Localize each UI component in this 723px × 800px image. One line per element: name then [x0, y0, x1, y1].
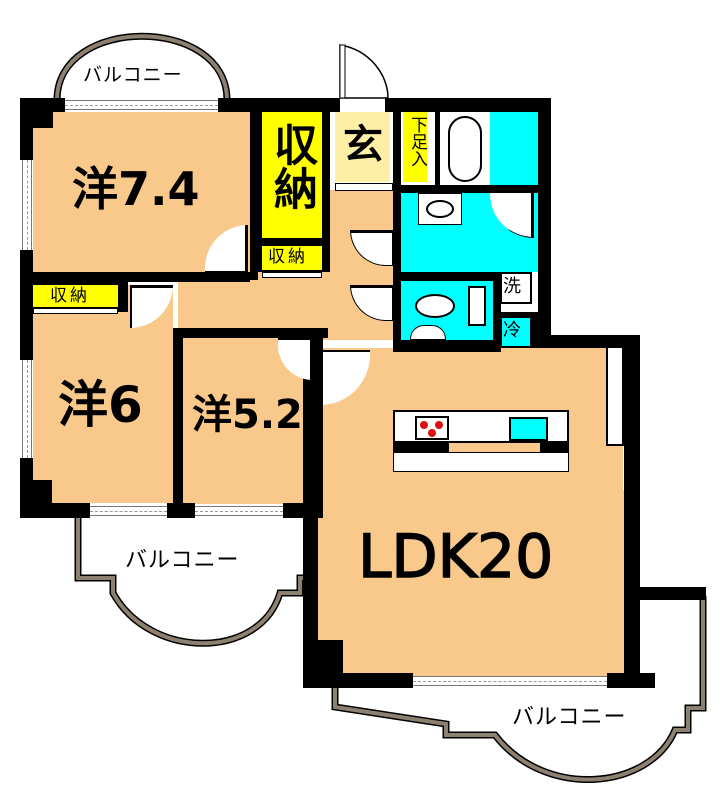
storage-large-label: 収納 — [266, 122, 317, 210]
storage-small — [262, 246, 322, 270]
window-left-7-4[interactable] — [22, 160, 32, 250]
wall-7-4-right — [250, 112, 258, 280]
ldk-side-cabinet — [606, 348, 624, 446]
fridge-space — [500, 316, 532, 348]
window-left-6[interactable] — [22, 360, 32, 458]
room-western-7-4-label: 洋7.4 — [72, 162, 200, 216]
room-western-6-label: 洋6 — [58, 376, 143, 434]
balcony-middle-label: バルコニー — [125, 548, 240, 573]
wall-ldk-left — [303, 348, 318, 688]
ldk-floor-right-ext — [610, 490, 624, 680]
entrance-step — [335, 183, 393, 191]
storage-large — [262, 112, 322, 238]
wall-top-mid — [218, 98, 340, 112]
wall-bottom-balcony-top — [640, 587, 706, 600]
washer-space — [500, 272, 532, 304]
toilet-icon — [415, 294, 455, 318]
fridge-label: 冷 — [503, 320, 521, 341]
wall-toilet-top — [393, 272, 498, 281]
wall-ldk-top — [525, 335, 640, 348]
wall-wet-left — [393, 112, 401, 352]
storage-small-label: 収納 — [268, 247, 308, 267]
window-bottom-5-2[interactable] — [195, 506, 283, 516]
wall-5-2-right — [313, 328, 323, 518]
wall-ldk-right-notch — [626, 490, 640, 502]
wall-corner-bl — [20, 480, 52, 518]
ldk-floor — [318, 348, 623, 683]
stove-icon — [415, 416, 449, 440]
kitchen-bar-counter — [393, 452, 569, 472]
kitchen-sink-icon — [509, 417, 548, 441]
wall-bottom-mid — [167, 503, 195, 518]
bathroom-floor — [490, 112, 538, 185]
balcony-bottom-label: バルコニー — [512, 705, 627, 730]
storage-left-door[interactable] — [33, 308, 118, 314]
entrance-label: 玄 — [343, 122, 383, 168]
wall-ldk-bottom-left — [303, 673, 413, 688]
storage-left-label: 収納 — [50, 286, 90, 306]
washer-label: 洗 — [503, 276, 521, 297]
wall-wet-right — [538, 98, 551, 348]
storage-small-door[interactable] — [262, 272, 322, 278]
bathtub-icon — [448, 116, 482, 182]
wall-ldk-right-upper — [624, 335, 640, 503]
wall-bath-divider — [435, 112, 440, 192]
toilet-tank — [468, 286, 486, 326]
storage-left — [33, 285, 118, 307]
wall-6-5-2-divider — [173, 328, 183, 518]
wall-ldk-right-lower — [624, 496, 640, 688]
shoe-closet-label: 下足入 — [407, 116, 427, 167]
wall-5-2-top — [173, 328, 328, 338]
wall-corner-tl — [20, 98, 53, 128]
ldk-label: LDK20 — [357, 522, 554, 592]
entrance-door-swing — [339, 44, 389, 99]
window-bottom-ldk[interactable] — [413, 676, 607, 686]
wall-wet-bottom — [393, 340, 498, 352]
entrance-area — [335, 112, 390, 182]
washbasin-icon — [426, 200, 454, 218]
kitchen-counter-base-left — [393, 443, 449, 453]
wall-top-right — [385, 98, 551, 112]
toilet-sink — [410, 325, 446, 340]
window-bottom-6[interactable] — [90, 506, 167, 516]
room-western-5-2-label: 洋5.2 — [192, 392, 303, 438]
wall-bath-bottom — [393, 185, 538, 193]
wall-7-4-bottom — [20, 272, 250, 282]
kitchen-counter-base-right — [540, 443, 569, 453]
balcony-top-label: バルコニー — [83, 64, 183, 86]
window-top-7-4[interactable] — [65, 100, 218, 110]
shoe-closet — [403, 112, 427, 182]
wall-toilet-right — [493, 272, 501, 352]
